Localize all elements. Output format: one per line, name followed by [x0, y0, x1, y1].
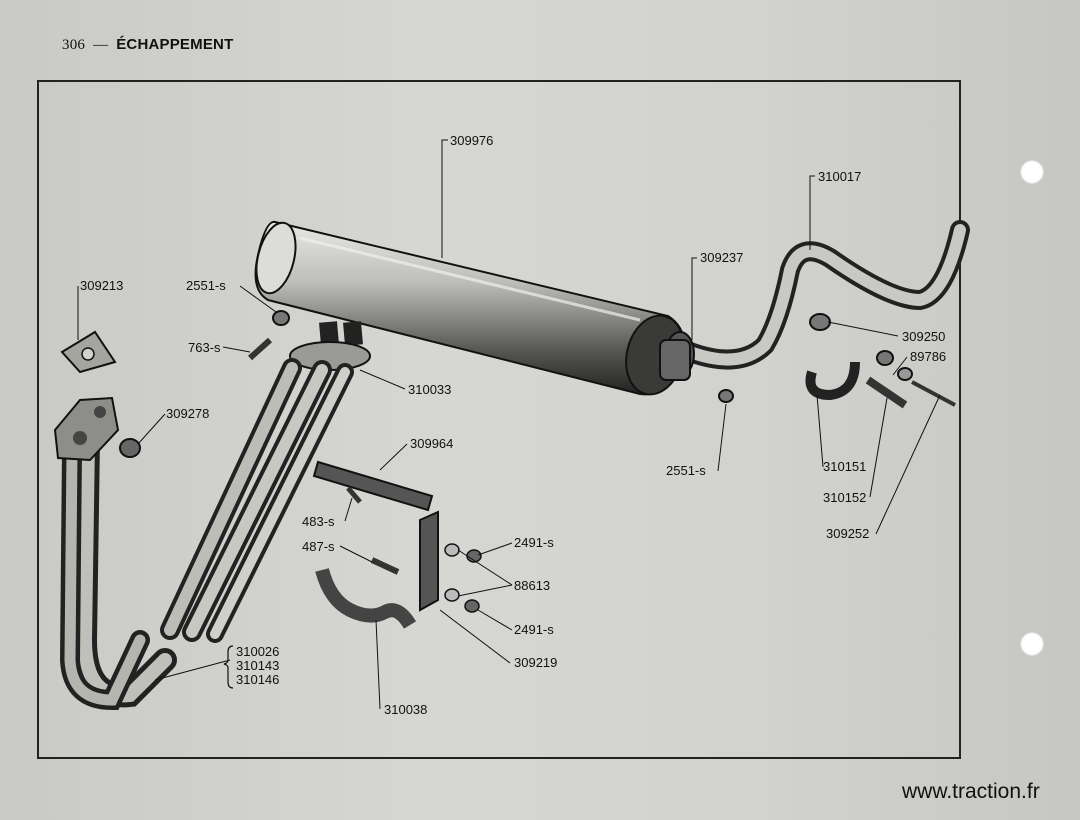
- nut-309278: [119, 438, 141, 458]
- diagram-frame: [37, 80, 961, 759]
- label-88613: 88613: [514, 578, 550, 593]
- label-309964: 309964: [410, 436, 453, 451]
- label-309976: 309976: [450, 133, 493, 148]
- label-89786: 89786: [910, 349, 946, 364]
- binder-hole-top: [1020, 160, 1044, 184]
- page-title: ÉCHAPPEMENT: [116, 36, 234, 53]
- nut-2491-lower: [464, 599, 480, 613]
- label-487: 487-s: [302, 539, 335, 554]
- clamp-310151: [805, 313, 913, 401]
- label-309219: 309219: [514, 655, 557, 670]
- label-309252: 309252: [826, 526, 869, 541]
- bracket-309964: [312, 460, 434, 512]
- label-309237: 309237: [700, 250, 743, 265]
- label-310146: 310146: [236, 672, 279, 687]
- label-310152: 310152: [823, 490, 866, 505]
- bolt-763: [247, 337, 273, 361]
- label-2551-upper: 2551-s: [186, 278, 226, 293]
- label-group-brace: [223, 645, 234, 689]
- muffler-inlet-pipes: [289, 321, 371, 371]
- binder-hole-bottom: [1020, 632, 1044, 656]
- label-309213: 309213: [80, 278, 123, 293]
- leader-lines: [77, 139, 941, 710]
- bolt-483: [346, 486, 362, 504]
- header-dash: —: [93, 37, 109, 53]
- label-310017: 310017: [818, 169, 861, 184]
- nut-2551-lower: [718, 389, 734, 403]
- page-header: 306 — ÉCHAPPEMENT: [62, 36, 233, 54]
- label-2491-upper: 2491-s: [514, 535, 554, 550]
- washer-88613-upper: [444, 543, 460, 557]
- label-483: 483-s: [302, 514, 335, 529]
- label-310033: 310033: [408, 382, 451, 397]
- label-309278: 309278: [166, 406, 209, 421]
- down-pipes: [160, 358, 354, 643]
- bolt-309252: [911, 380, 956, 407]
- washer-88613-lower: [444, 588, 460, 602]
- flange-309237: [659, 339, 691, 381]
- label-309250: 309250: [902, 329, 945, 344]
- bolt-487: [370, 557, 400, 575]
- label-2491-lower: 2491-s: [514, 622, 554, 637]
- label-310151: 310151: [823, 459, 866, 474]
- rubber-plate-309219: [419, 510, 439, 612]
- label-763: 763-s: [188, 340, 221, 355]
- nut-2551-upper: [272, 310, 290, 326]
- exhaust-manifold-pipes: [53, 396, 177, 711]
- label-310026: 310026: [236, 644, 279, 659]
- watermark-text: www.traction.fr: [902, 780, 1040, 803]
- label-310143: 310143: [236, 658, 279, 673]
- label-310038: 310038: [384, 702, 427, 717]
- hanger-strap-310038: [315, 568, 417, 629]
- label-2551-lower: 2551-s: [666, 463, 706, 478]
- spacer-310152: [865, 376, 908, 409]
- page-number: 306: [62, 37, 86, 53]
